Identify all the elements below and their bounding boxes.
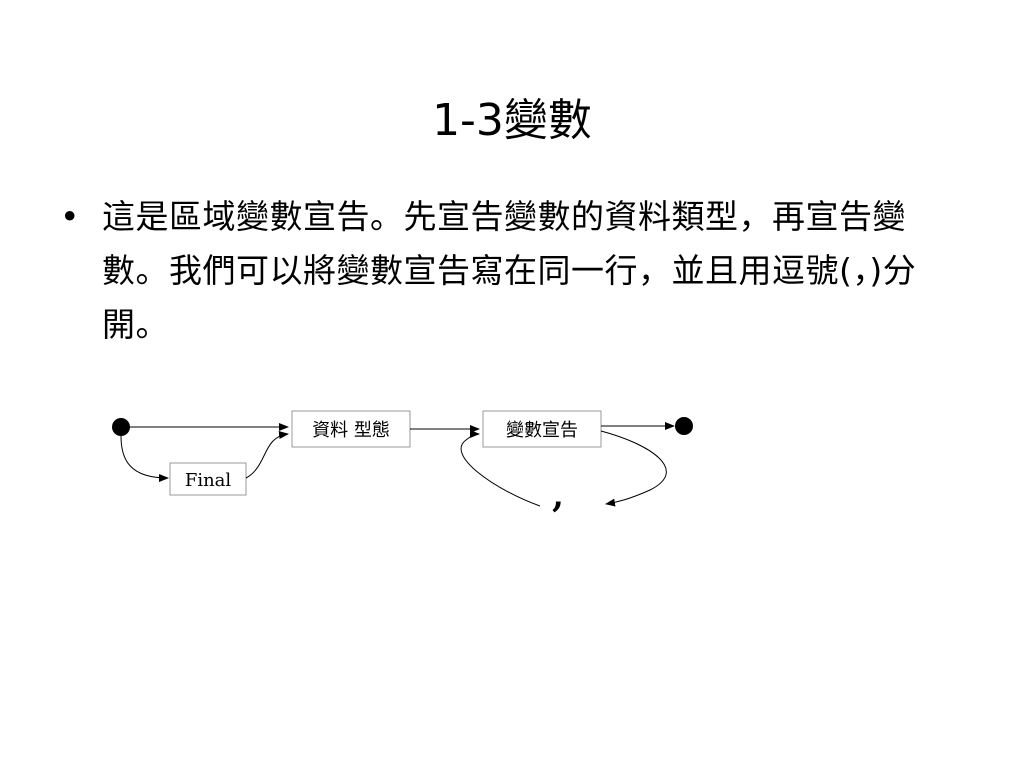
datatype-box-label: 資料 型態 (312, 420, 390, 441)
datatype-box (291, 410, 411, 448)
variable-decl-box (482, 410, 602, 448)
edge-start-to-final (120, 435, 169, 482)
start-node (112, 418, 130, 436)
edge-final-to-datatype (245, 431, 289, 479)
edge-comma-to-variable (460, 430, 541, 507)
edge-loop-to-comma (600, 430, 667, 507)
slide-title: 1-3變數 (432, 95, 592, 147)
final-box (169, 462, 247, 496)
bullet-text: 這是區域變數宣告。先宣告變數的資料類型，再宣告變數。我們可以將變數宣告寫在同一行… (102, 197, 917, 344)
final-box-label: Final (185, 470, 232, 491)
comma-separator-label: , (552, 476, 564, 516)
bullet-marker: • (60, 197, 80, 236)
end-node (675, 417, 693, 435)
variable-decl-box-label: 變數宣告 (506, 420, 578, 441)
